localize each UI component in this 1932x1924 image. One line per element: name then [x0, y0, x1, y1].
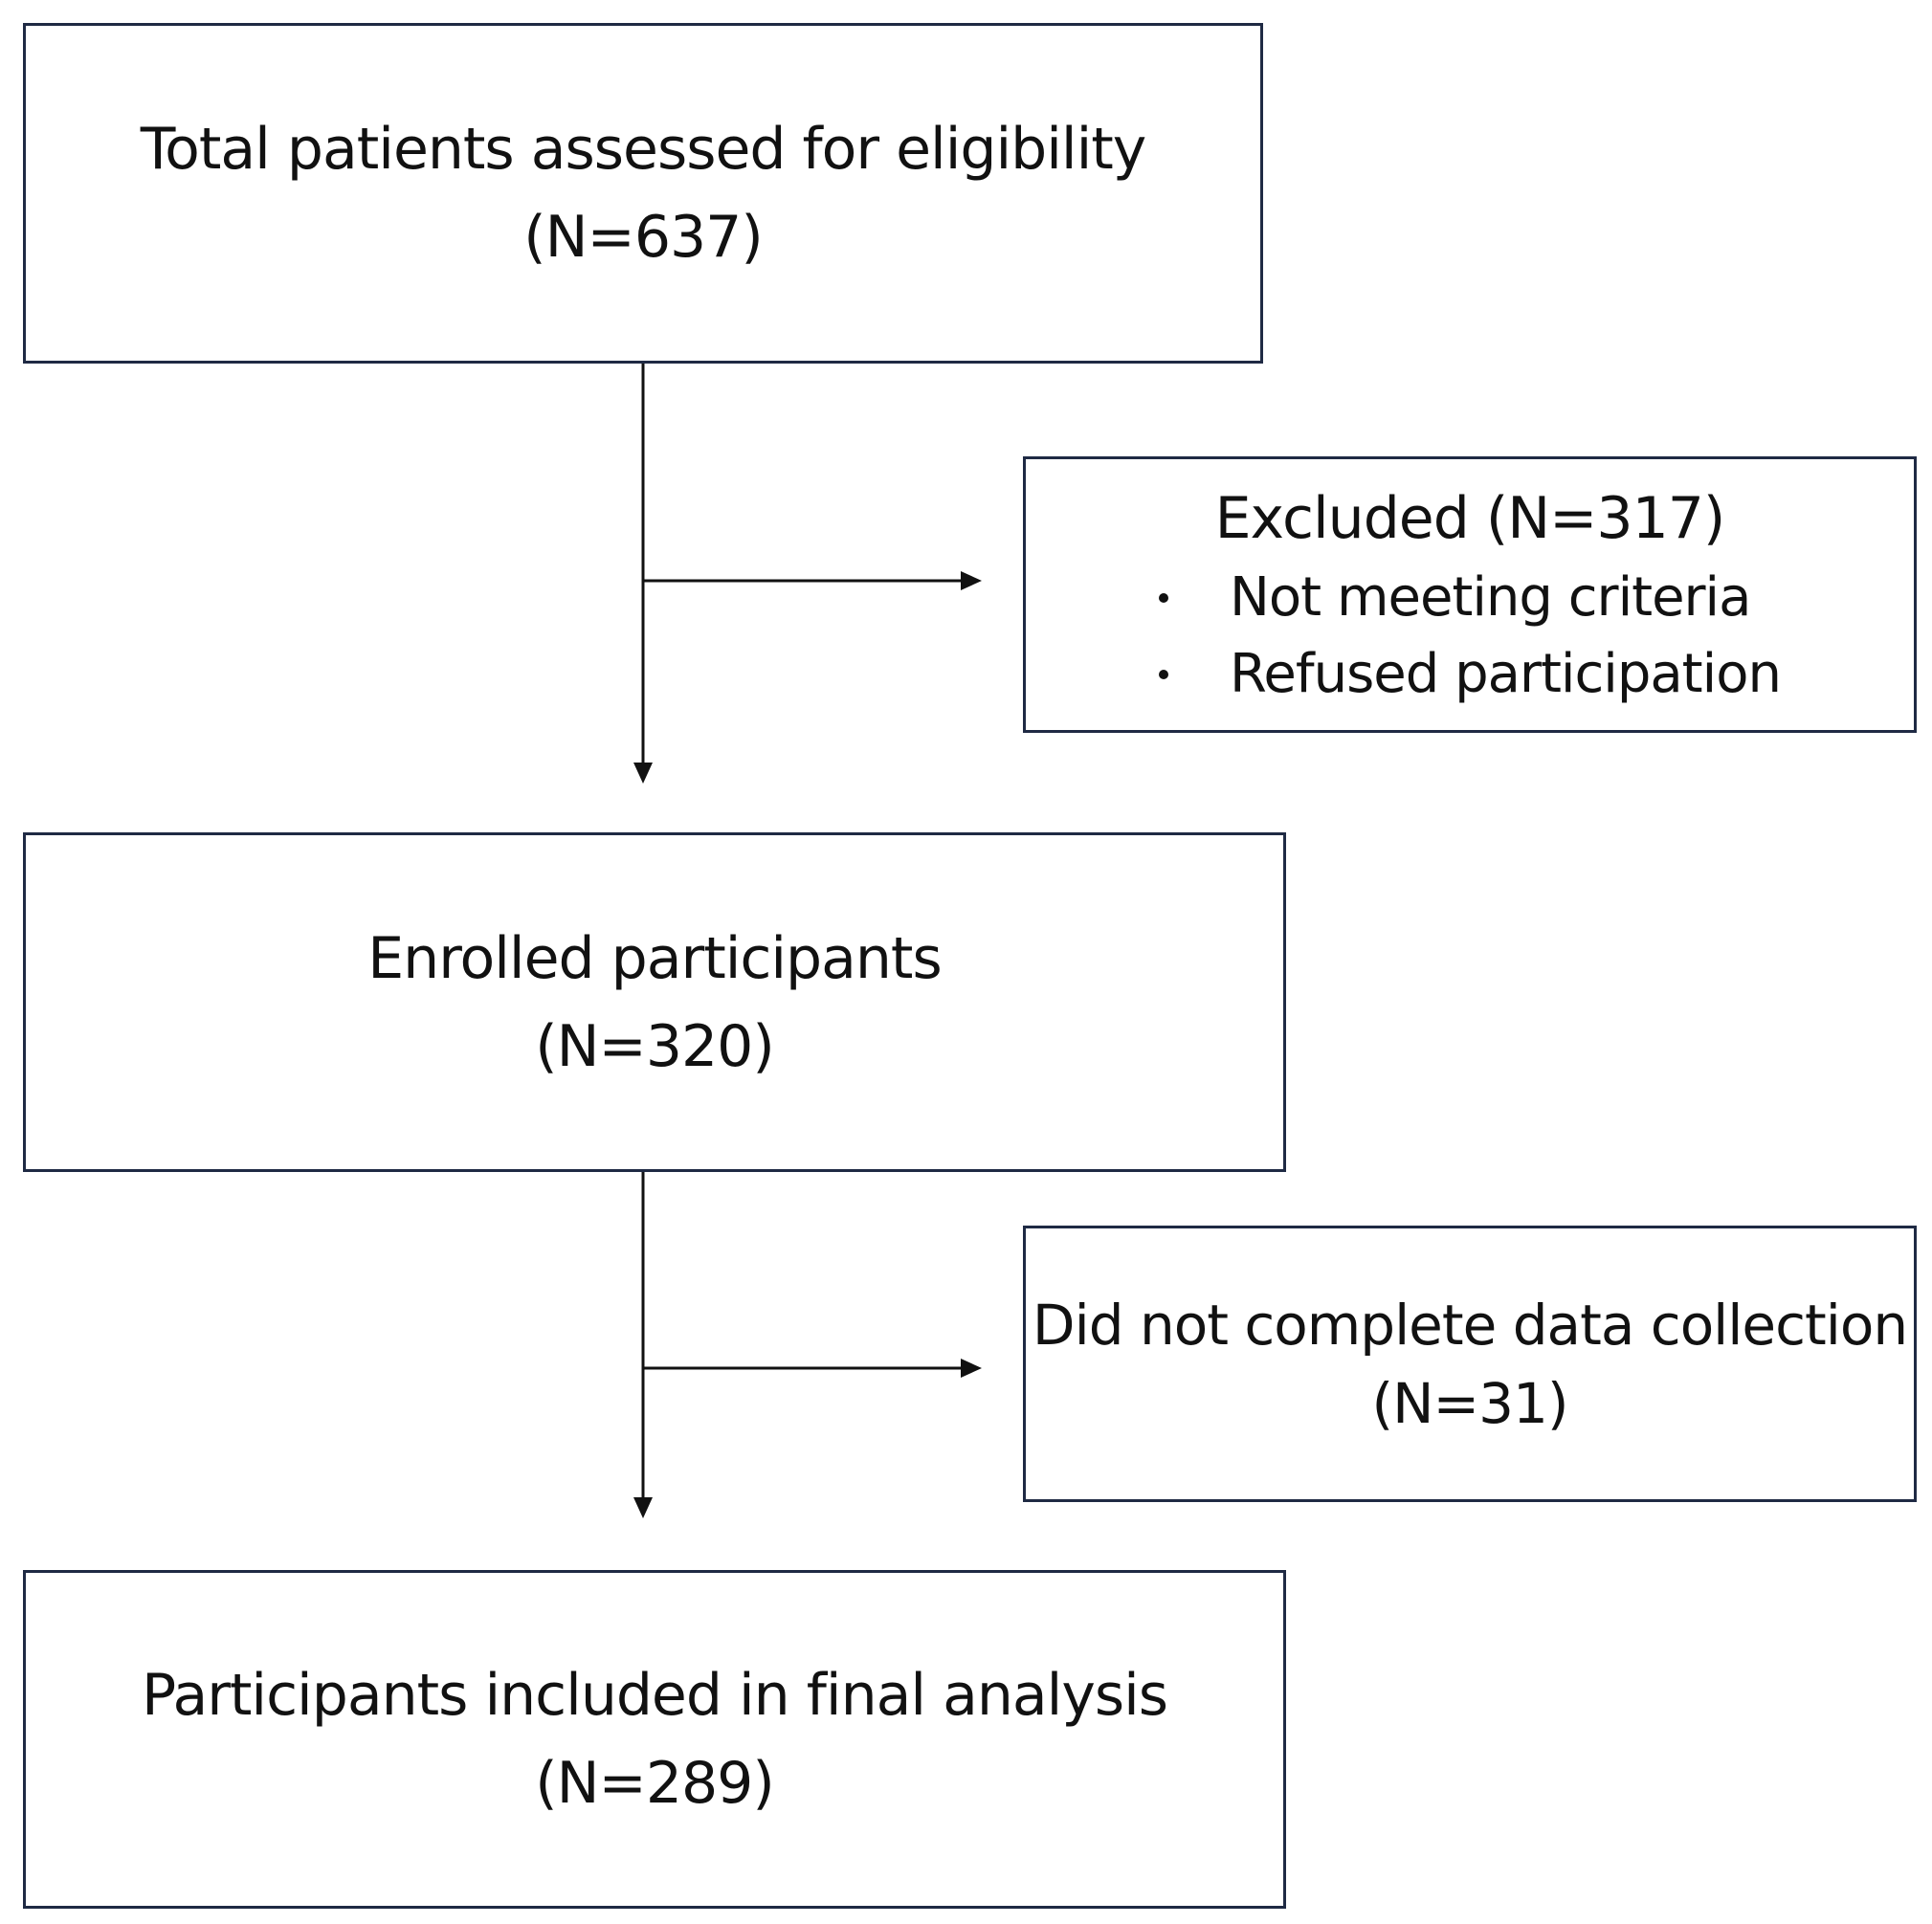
excluded-title: Excluded (N=317) [1214, 484, 1726, 552]
incomplete-count: (N=31) [1371, 1370, 1568, 1436]
excluded-reasons-list: Not meeting criteria Refused participati… [1159, 560, 1782, 713]
enrolled-title: Enrolled participants [367, 924, 942, 992]
screening-title: Total patients assessed for eligibility [140, 116, 1147, 183]
excluded-reason: Not meeting criteria [1230, 565, 1751, 629]
arrowhead-enrolled [633, 763, 653, 784]
arrowhead-final [633, 1497, 653, 1518]
screening-box: Total patients assessed for eligibility … [23, 23, 1263, 364]
incomplete-title: Did not complete data collection [1032, 1292, 1908, 1358]
bullet-icon [1159, 592, 1169, 603]
excluded-box: Excluded (N=317) Not meeting criteria Re… [1023, 456, 1917, 733]
list-item: Not meeting criteria [1159, 560, 1781, 636]
final-analysis-box: Participants included in final analysis … [23, 1570, 1286, 1909]
incomplete-box: Did not complete data collection (N=31) [1023, 1226, 1917, 1502]
arrowhead-incomplete [961, 1359, 982, 1378]
arrowhead-excluded [961, 571, 982, 590]
list-item: Refused participation [1159, 636, 1782, 713]
excluded-reason: Refused participation [1230, 642, 1782, 705]
enrolled-box: Enrolled participants (N=320) [23, 832, 1286, 1172]
final-count: (N=289) [535, 1750, 774, 1817]
screening-count: (N=637) [523, 204, 763, 271]
final-title: Participants included in final analysis [141, 1662, 1168, 1729]
enrolled-count: (N=320) [535, 1012, 774, 1080]
bullet-icon [1159, 669, 1169, 679]
